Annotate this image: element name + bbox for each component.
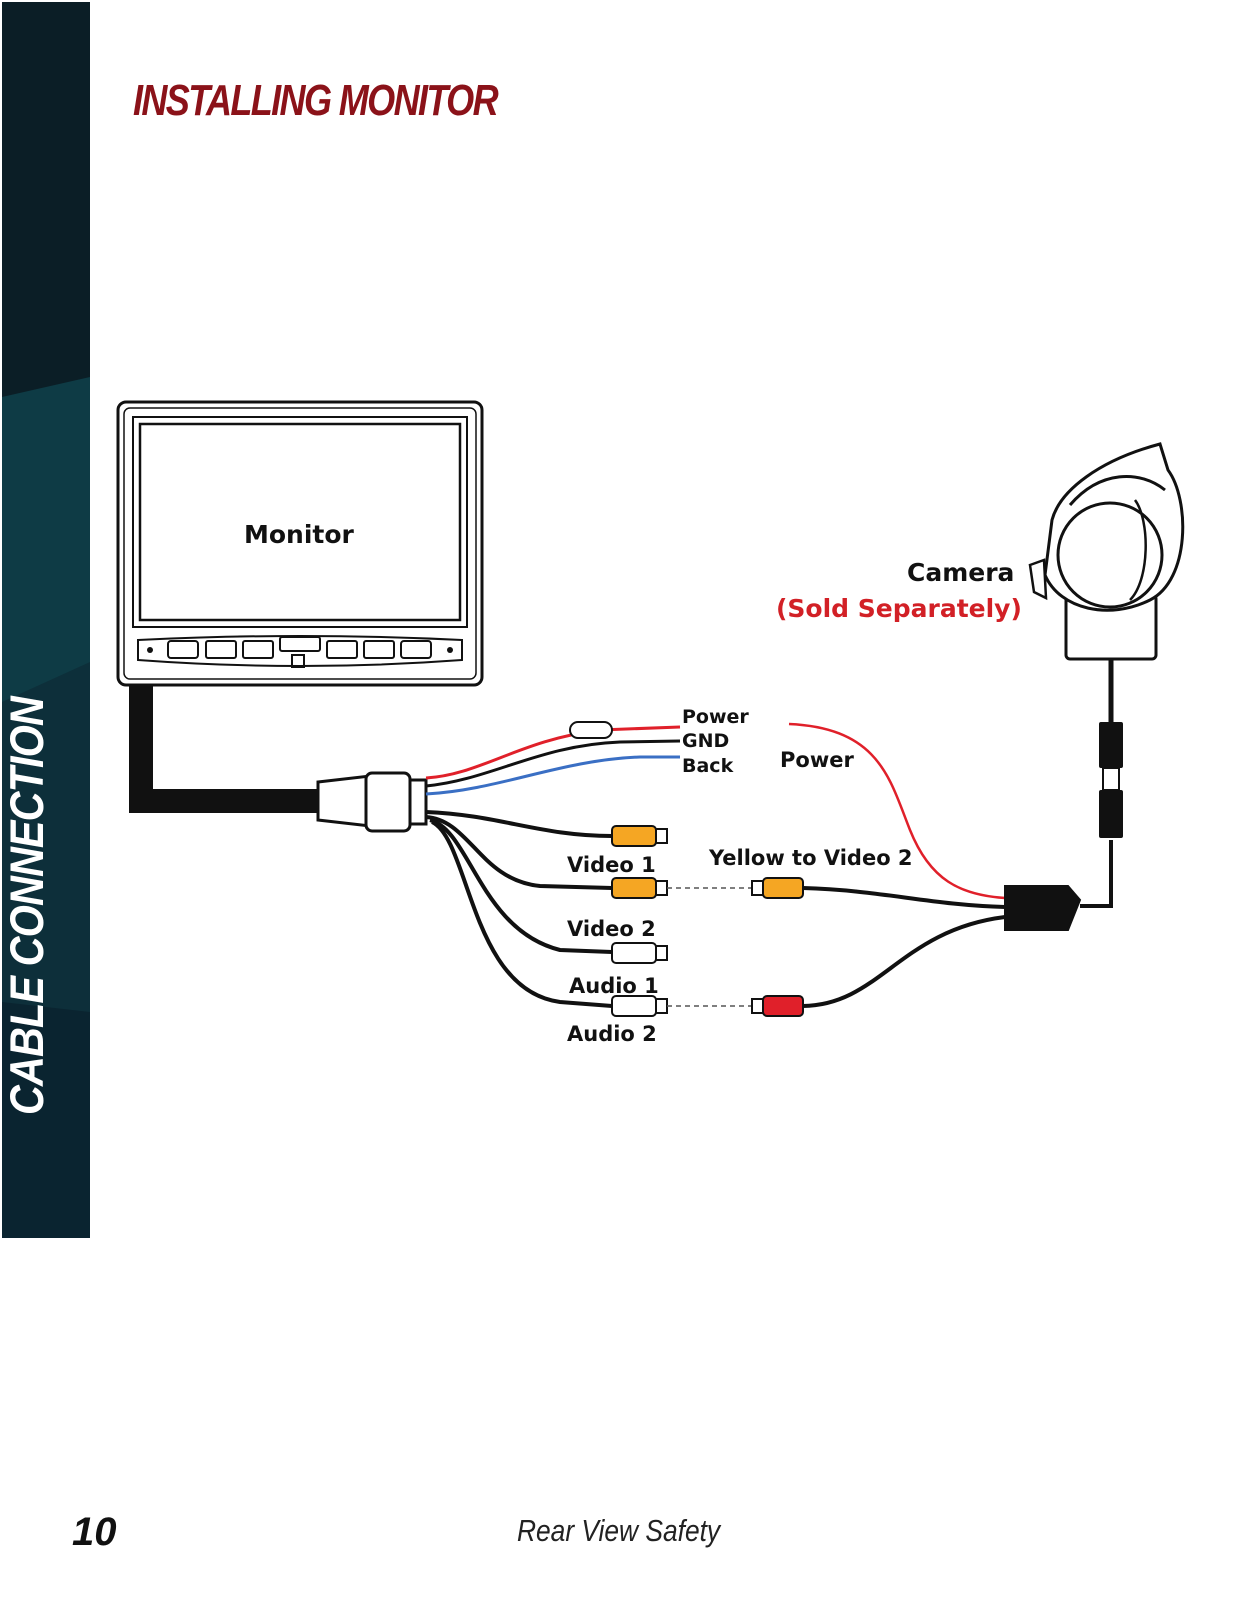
footer-brand: Rear View Safety	[517, 1513, 721, 1548]
wire-label-power: Power	[682, 706, 749, 728]
monitor-rca-cables	[425, 810, 613, 1008]
camera-plug-yellow	[751, 877, 804, 899]
sidebar: CABLE CONNECTION	[2, 2, 90, 1238]
plug-audio2	[611, 995, 668, 1017]
camera-power-label: Power	[780, 748, 854, 772]
page-number: 10	[72, 1510, 117, 1554]
audio2-label: Audio 2	[567, 1022, 657, 1046]
monitor-illustration	[116, 400, 484, 687]
yellow-note: Yellow to Video 2	[709, 846, 913, 870]
plug-video1	[611, 825, 668, 847]
plug-audio1	[611, 942, 668, 964]
camera-label: Camera	[907, 558, 1015, 587]
camera-illustration	[1028, 442, 1185, 661]
camera-harness	[788, 660, 1123, 1008]
wire-label-back: Back	[682, 755, 734, 777]
sidebar-background	[2, 2, 90, 1238]
audio1-label: Audio 1	[569, 974, 659, 998]
camera-plug-red	[751, 995, 804, 1017]
camera-note: (Sold Separately)	[776, 594, 1022, 623]
video2-label: Video 2	[567, 917, 656, 941]
video1-label: Video 1	[567, 853, 656, 877]
power-wire-group	[425, 721, 681, 796]
page-title: INSTALLING MONITOR	[133, 76, 499, 125]
wire-label-gnd: GND	[682, 730, 730, 752]
plug-video2	[611, 877, 668, 899]
monitor-cable	[129, 686, 428, 833]
monitor-label: Monitor	[244, 520, 354, 549]
